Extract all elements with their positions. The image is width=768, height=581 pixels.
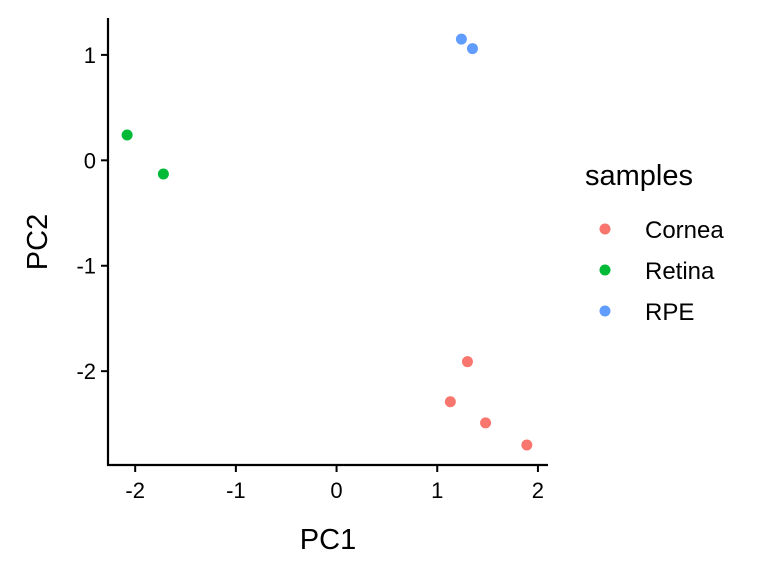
points-layer [121, 33, 533, 451]
legend-key-retina [599, 264, 611, 276]
point-rpe [455, 33, 467, 45]
point-cornea [480, 417, 492, 429]
point-cornea [444, 396, 456, 408]
legend-key-rpe [599, 305, 611, 317]
x-ticks: -2 -1 0 1 2 [125, 465, 544, 503]
legend-title: samples [585, 160, 693, 192]
point-cornea [521, 439, 533, 451]
x-tick-label: -1 [226, 478, 246, 503]
y-tick-label: 0 [84, 148, 96, 173]
y-axis-title: PC2 [22, 214, 54, 270]
legend-key-cornea [599, 223, 611, 235]
legend-label-cornea: Cornea [645, 217, 724, 244]
x-tick-label: 2 [532, 478, 544, 503]
point-cornea [461, 356, 473, 368]
y-tick-label: -1 [76, 254, 96, 279]
legend-label-retina: Retina [645, 258, 715, 285]
y-tick-label: -2 [76, 359, 96, 384]
x-tick-label: 1 [431, 478, 443, 503]
legend-label-rpe: RPE [645, 299, 694, 326]
y-tick-label: 1 [84, 43, 96, 68]
x-tick-label: -2 [125, 478, 145, 503]
x-axis-title: PC1 [300, 524, 356, 556]
y-ticks: -2 -1 0 1 [76, 43, 108, 384]
x-tick-label: 0 [330, 478, 342, 503]
point-retina [121, 129, 133, 141]
point-rpe [466, 43, 478, 55]
point-retina [157, 168, 169, 180]
